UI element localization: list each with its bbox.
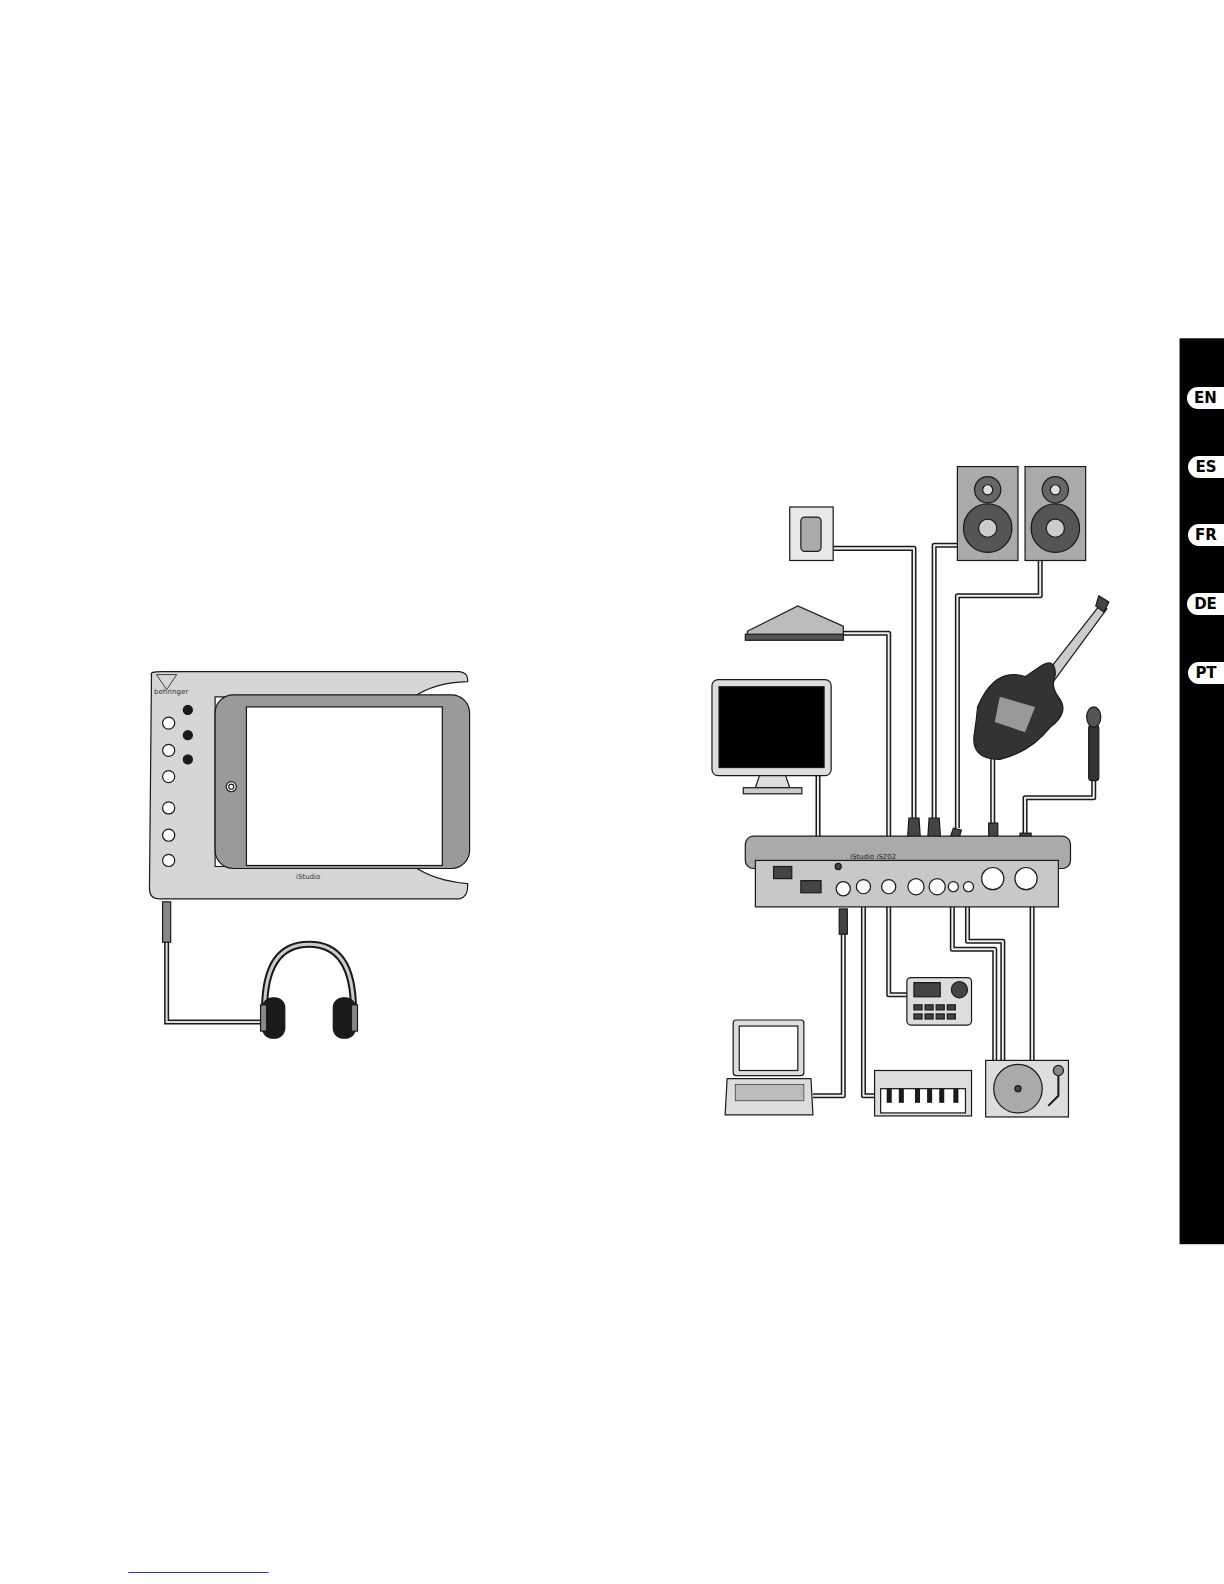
language-tab: FR <box>1188 524 1224 546</box>
language-code: FR <box>1195 526 1217 544</box>
brand-logo: behringer <box>154 688 188 696</box>
language-code: DE <box>1194 595 1217 613</box>
language-tab: ES <box>1188 456 1224 478</box>
language-code: EN <box>1194 389 1217 407</box>
language-tab: DE <box>1187 593 1224 615</box>
language-tab: EN <box>1187 387 1224 409</box>
language-tab: PT <box>1188 662 1224 684</box>
istudio-is202 <box>745 836 1070 907</box>
istudio-dock <box>149 672 469 899</box>
language-band <box>1180 338 1224 1244</box>
headphones <box>261 944 358 1038</box>
language-code: ES <box>1195 458 1216 476</box>
language-code: PT <box>1195 664 1216 682</box>
device-name: iStudio <box>296 873 320 881</box>
monitor-speakers <box>957 467 1085 561</box>
device-name: iStudio iS202 <box>850 853 896 861</box>
